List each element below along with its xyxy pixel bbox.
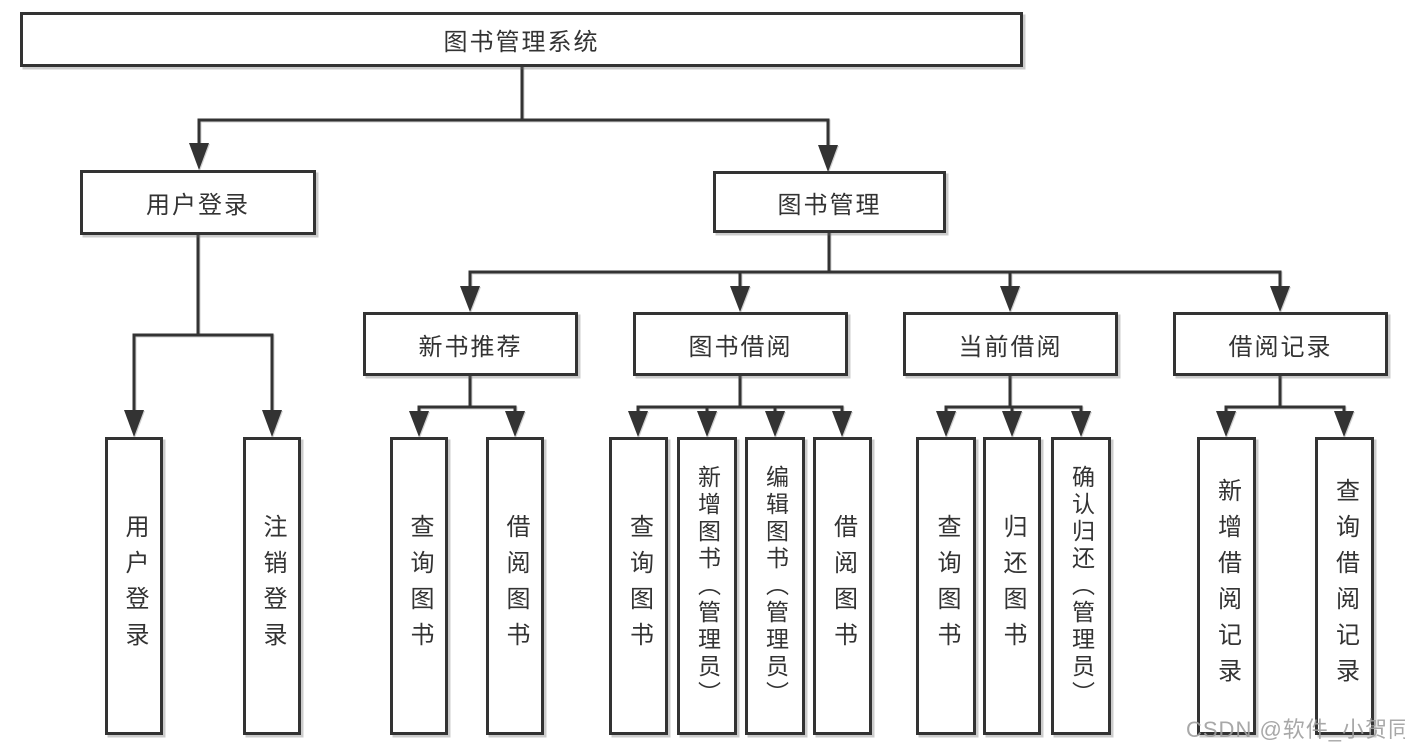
leaf-recommend-borrow-books-label: 借阅图书: [502, 514, 529, 658]
node-current-borrow: 当前借阅: [903, 312, 1118, 376]
node-book-management: 图书管理: [713, 171, 946, 233]
leaf-borrow-query-books-label: 查询图书: [625, 514, 653, 658]
leaf-edit-books-admin: 编辑图书（管理员）: [745, 437, 805, 735]
leaf-confirm-return-admin-label: 确认归还（管理员）: [1068, 464, 1095, 708]
leaf-user-login-label: 用户登录: [121, 514, 148, 658]
leaf-recommend-query-books-label: 查询图书: [406, 514, 433, 658]
leaf-borrow-query-books: 查询图书: [609, 437, 668, 735]
leaf-add-books-admin: 新增图书（管理员）: [677, 437, 737, 735]
leaf-confirm-return-admin: 确认归还（管理员）: [1051, 437, 1111, 735]
node-borrow-record-label: 借阅记录: [1228, 333, 1333, 361]
leaf-current-query-books-label: 查询图书: [933, 514, 960, 658]
node-new-book-recommend: 新书推荐: [363, 312, 578, 376]
node-book-management-label: 图书管理: [777, 191, 882, 219]
node-new-book-recommend-label: 新书推荐: [418, 333, 523, 361]
node-book-borrow-label: 图书借阅: [688, 333, 793, 361]
leaf-return-books: 归还图书: [983, 437, 1041, 735]
node-borrow-record: 借阅记录: [1173, 312, 1388, 376]
arrowheads: [124, 143, 1354, 437]
leaf-user-login: 用户登录: [105, 437, 163, 735]
leaf-recommend-query-books: 查询图书: [390, 437, 448, 735]
leaf-query-borrow-record: 查询借阅记录: [1315, 437, 1374, 735]
leaf-current-query-books: 查询图书: [916, 437, 976, 735]
leaf-query-borrow-record-label: 查询借阅记录: [1331, 478, 1359, 694]
leaf-add-borrow-record-label: 新增借阅记录: [1213, 478, 1241, 694]
leaf-borrow-borrow-books-label: 借阅图书: [829, 514, 857, 658]
node-root-system: 图书管理系统: [20, 12, 1023, 67]
leaf-logout: 注销登录: [243, 437, 301, 735]
csdn-watermark: CSDN @软件_小贺同学: [1186, 717, 1405, 742]
node-user-login-label: 用户登录: [146, 192, 250, 219]
leaf-recommend-borrow-books: 借阅图书: [486, 437, 544, 735]
leaf-logout-label: 注销登录: [259, 514, 286, 658]
node-current-borrow-label: 当前借阅: [958, 333, 1063, 361]
node-root-label: 图书管理系统: [443, 29, 600, 56]
leaf-borrow-borrow-books: 借阅图书: [813, 437, 872, 735]
leaf-edit-books-admin-label: 编辑图书（管理员）: [762, 464, 789, 708]
node-user-login: 用户登录: [80, 170, 316, 235]
leaf-add-books-admin-label: 新增图书（管理员）: [694, 464, 721, 708]
node-book-borrow: 图书借阅: [633, 312, 848, 376]
leaf-add-borrow-record: 新增借阅记录: [1197, 437, 1256, 735]
leaf-return-books-label: 归还图书: [999, 514, 1026, 658]
